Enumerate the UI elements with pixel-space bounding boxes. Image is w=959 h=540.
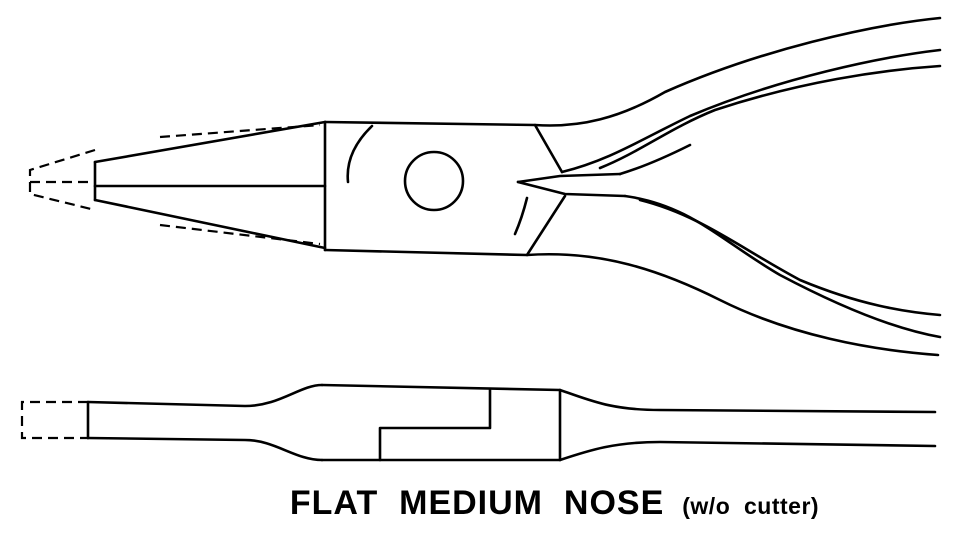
jaw-nose: [93, 120, 327, 252]
dashed-tip-side: [20, 400, 88, 440]
side-handle: [558, 388, 937, 462]
caption-title: FLAT MEDIUM NOSE: [289, 484, 665, 522]
pliers-top-view: [28, 16, 942, 357]
handle-upper: [533, 16, 942, 174]
figure-caption: FLAT MEDIUM NOSE (w/o cutter): [0, 484, 959, 532]
pliers-side-view: [20, 383, 937, 462]
dashed-tip-top: [28, 123, 321, 246]
pivot-rivet: [403, 150, 465, 212]
side-joint: [320, 383, 562, 462]
side-jaw: [86, 383, 324, 462]
handle-lower: [516, 143, 942, 357]
caption-subtitle: (w/o cutter): [682, 493, 820, 519]
joint-body: [323, 120, 567, 257]
